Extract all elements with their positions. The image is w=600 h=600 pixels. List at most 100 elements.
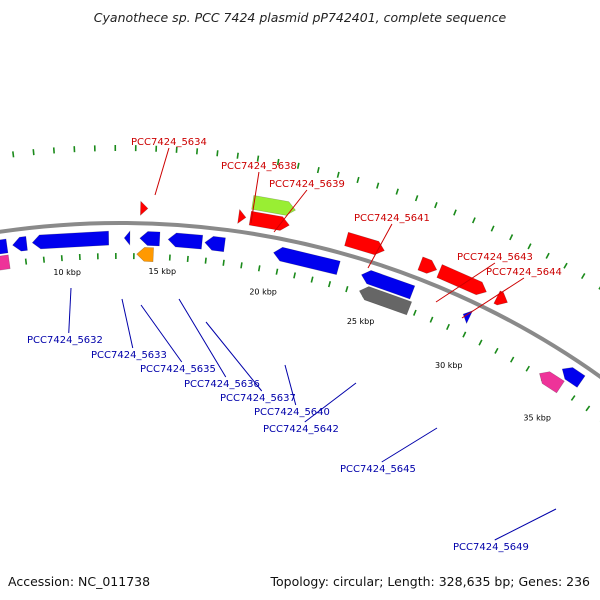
tick-mark [336,171,340,178]
tick-mark [580,273,586,280]
tick-mark [310,276,314,283]
gene-label-pcc7424-5632[interactable]: PCC7424_5632 [27,335,103,346]
tick-mark [509,234,514,241]
tick-mark [240,262,243,269]
leader-line [494,508,557,541]
scale-label-10kbp: 10 kbp [53,268,81,277]
tick-mark [275,268,279,275]
tick-mark [434,202,438,209]
gene-label-pcc7424-5645[interactable]: PCC7424_5645 [340,464,416,475]
gene-label-pcc7424-5639[interactable]: PCC7424_5639 [269,179,345,190]
leader-line [140,304,183,363]
tick-mark [376,182,380,189]
gene-label-pcc7424-5637[interactable]: PCC7424_5637 [220,393,296,404]
leader-line [250,171,260,224]
scale-labels: 10 kbp 15 kbp 20 kbp 25 kbp 30 kbp 35 kb… [53,267,551,423]
tick-mark [293,272,296,279]
accession-text: Accession: NC_011738 [8,574,150,589]
gene-blue [123,230,131,246]
tick-mark [525,365,530,372]
tick-mark [462,331,467,338]
tick-mark [494,347,499,354]
leader-line [381,427,438,463]
leader-line [284,364,297,406]
gene-blue [361,270,416,300]
gene-blue [167,232,204,250]
gene-orange [136,247,154,263]
tick-mark [414,195,419,202]
map-title: Cyanothece sp. PCC 7424 plasmid pP742401… [94,10,507,25]
tick-mark [296,162,300,169]
scale-label-30kbp: 30 kbp [435,361,463,370]
gene-blue [12,236,28,252]
leader-line [435,262,496,303]
tick-mark [395,188,399,195]
tick-mark [32,149,35,156]
scale-label-20kbp: 20 kbp [249,287,277,296]
gene-label-pcc7424-5634[interactable]: PCC7424_5634 [131,137,207,148]
forward-gene-labels: PCC7424_5634 PCC7424_5638 PCC7424_5639 P… [131,137,562,278]
gene-red [417,256,438,274]
tick-mark [42,256,45,263]
tick-mark [429,316,434,323]
gene-label-pcc7424-5643[interactable]: PCC7424_5643 [457,252,533,263]
gene-blue [0,238,9,255]
gene-features [0,195,586,394]
leader-line [273,189,308,233]
tick-mark [453,209,457,216]
gene-pink [539,371,565,394]
tick-mark [236,152,239,159]
leader-line [68,287,72,334]
tick-mark [510,356,515,363]
tick-mark [545,252,550,259]
gene-label-pcc7424-5641[interactable]: PCC7424_5641 [354,213,430,224]
gene-label-pcc7424-5635[interactable]: PCC7424_5635 [140,364,216,375]
scale-label-35kbp: 35 kbp [523,414,551,423]
tick-mark [345,285,349,293]
tick-mark [563,262,568,269]
reverse-gene-labels: PCC7424_5632 PCC7424_5633 PCC7424_5635 P… [27,335,529,553]
scale-label-15kbp: 15 kbp [149,267,177,276]
plasmid-backbone [0,221,600,380]
gene-red [237,208,247,224]
gene-label-pcc7424-5633[interactable]: PCC7424_5633 [91,350,167,361]
tick-mark [471,217,476,224]
topology-summary-text: Topology: circular; Length: 328,635 bp; … [270,574,591,589]
label-leader-lines [68,147,557,541]
tick-mark [316,166,320,174]
gene-red [140,200,149,216]
gene-pink [0,254,11,271]
tick-mark [276,158,280,166]
tick-mark [186,255,189,262]
tick-mark [446,323,450,330]
tick-mark [478,339,483,346]
leader-line [154,147,170,196]
tick-mark [204,257,207,264]
tick-mark [216,150,219,157]
leader-line [205,321,263,392]
tick-mark [570,395,576,401]
gene-label-pcc7424-5638[interactable]: PCC7424_5638 [221,161,297,172]
gene-blue [561,367,586,388]
gene-label-pcc7424-5640[interactable]: PCC7424_5640 [254,407,330,418]
tick-mark [222,259,225,266]
gene-label-pcc7424-5649[interactable]: PCC7424_5649 [453,542,529,553]
tick-mark [195,148,199,155]
gene-blue [273,246,341,276]
leader-line [461,277,525,319]
gene-gray [358,286,413,316]
gene-label-pcc7424-5644[interactable]: PCC7424_5644 [486,267,562,278]
tick-mark [256,155,260,162]
leader-line [121,298,134,349]
scale-label-25kbp: 25 kbp [347,317,375,326]
gene-red [344,231,385,256]
tick-mark [356,176,360,184]
gene-label-pcc7424-5636[interactable]: PCC7424_5636 [184,379,260,390]
tick-mark [24,258,28,265]
tick-marks [6,145,600,422]
gene-red [493,290,508,306]
gene-blue [31,230,110,250]
gene-label-pcc7424-5642[interactable]: PCC7424_5642 [263,424,339,435]
leader-line [304,382,357,423]
